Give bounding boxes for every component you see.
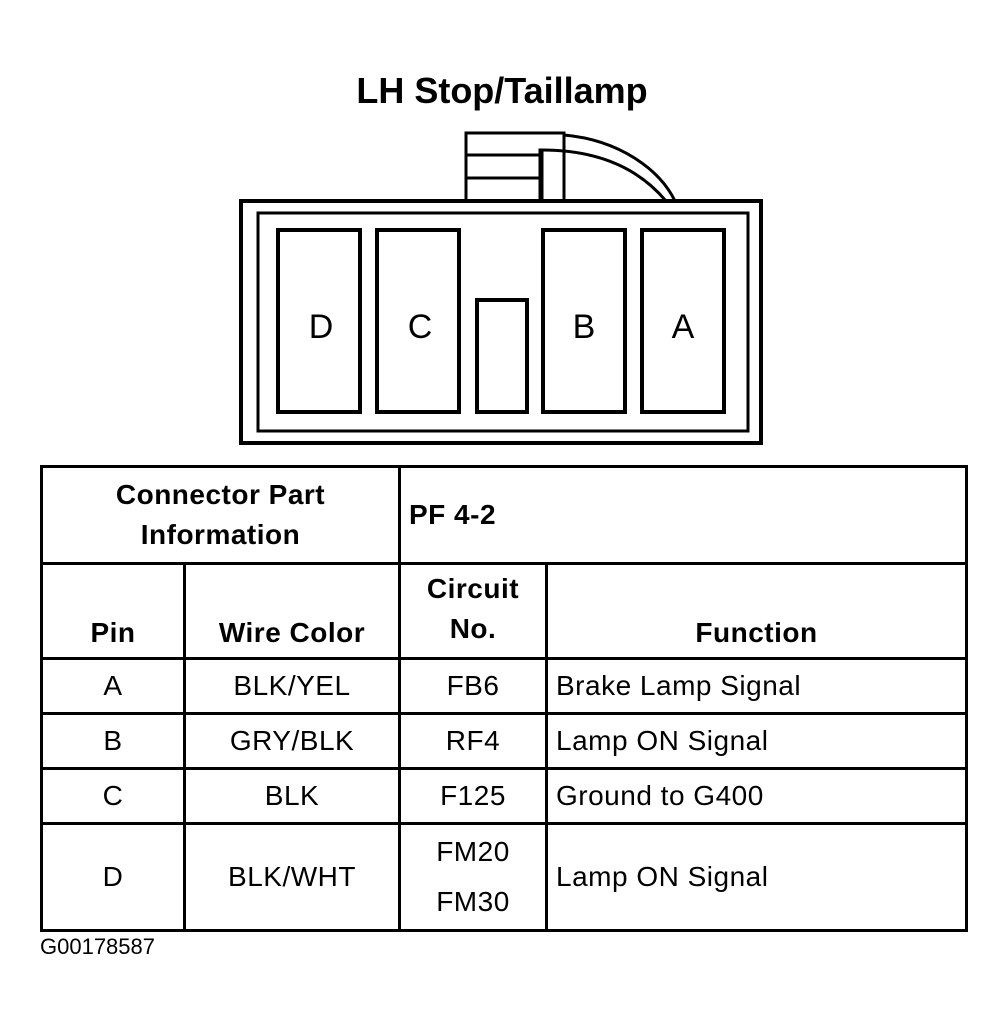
part-info-label-line1: Connector Part <box>115 479 326 510</box>
cell-pin: B <box>40 712 186 770</box>
pin-label-c: C <box>408 308 433 346</box>
pin-label-a: A <box>672 308 695 346</box>
figure-id: G00178587 <box>40 934 155 959</box>
connector-housing-outer <box>239 199 763 445</box>
pin-cavity-d <box>276 228 362 414</box>
table-row: C BLK F125 Ground to G400 <box>40 767 968 825</box>
cell-function: Ground to G400 <box>545 767 968 825</box>
pin-label-d: D <box>309 308 334 346</box>
table-row: B GRY/BLK RF4 Lamp ON Signal <box>40 712 968 770</box>
pin-cavity-b <box>541 228 627 414</box>
table-row: D BLK/WHT FM20 FM30 Lamp ON Signal <box>40 822 968 932</box>
cell-circuit-line2: FM30 <box>436 886 510 917</box>
header-pin: Pin <box>40 562 186 660</box>
header-circuit-line1: Circuit <box>426 573 520 604</box>
cell-wire-color: BLK <box>183 767 401 825</box>
pin-label-b: B <box>573 308 596 346</box>
connector-housing-inner <box>256 211 750 433</box>
cell-wire-color: BLK/YEL <box>183 657 401 715</box>
cell-circuit-line1: FM20 <box>436 836 510 867</box>
connector-latch <box>464 131 677 203</box>
cell-pin: C <box>40 767 186 825</box>
part-info-row: Connector Part Information PF 4-2 <box>40 465 968 565</box>
header-circuit: Circuit No. <box>398 562 548 660</box>
header-function: Function <box>545 562 968 660</box>
part-number: PF 4-2 <box>398 465 968 565</box>
cell-circuit: FM20 FM30 <box>398 822 548 932</box>
cell-wire-color: GRY/BLK <box>183 712 401 770</box>
header-circuit-line2: No. <box>449 613 497 644</box>
cell-wire-color: BLK/WHT <box>183 822 401 932</box>
connector-center-key <box>475 298 529 414</box>
cell-circuit: F125 <box>398 767 548 825</box>
pin-cavity-c <box>375 228 461 414</box>
part-info-label-line2: Information <box>140 519 301 550</box>
cell-pin: D <box>40 822 186 932</box>
cell-circuit: RF4 <box>398 712 548 770</box>
cell-pin: A <box>40 657 186 715</box>
header-row: Pin Wire Color Circuit No. Function <box>40 562 968 660</box>
part-info-label: Connector Part Information <box>40 465 401 565</box>
table-row: A BLK/YEL FB6 Brake Lamp Signal <box>40 657 968 715</box>
cell-function: Lamp ON Signal <box>545 712 968 770</box>
cell-function: Lamp ON Signal <box>545 822 968 932</box>
pin-cavity-a <box>640 228 726 414</box>
cell-function: Brake Lamp Signal <box>545 657 968 715</box>
diagram-title: LH Stop/Taillamp <box>356 70 648 111</box>
connector-info-table: Connector Part Information PF 4-2 Pin Wi… <box>40 465 968 932</box>
header-wire-color: Wire Color <box>183 562 401 660</box>
cell-circuit: FB6 <box>398 657 548 715</box>
